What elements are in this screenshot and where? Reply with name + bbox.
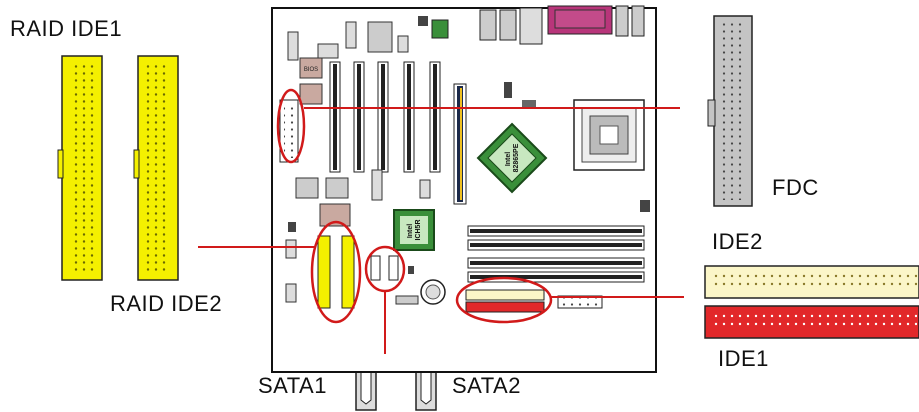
bios-label: BIOS: [304, 67, 318, 73]
northbridge-label-1: Intel: [505, 152, 512, 166]
ide1-label: IDE1: [718, 346, 769, 371]
northbridge-label-2: 82865PE: [513, 143, 520, 172]
sata2-label: SATA2: [452, 373, 521, 398]
ide2-label: IDE2: [712, 229, 763, 254]
ide2-connector: [704, 265, 919, 299]
raid-ide1-label: RAID IDE1: [10, 16, 123, 41]
fdc-label: FDC: [772, 175, 819, 200]
northbridge-chip: Intel 82865PE: [476, 122, 548, 194]
southbridge-label-1: Intel: [407, 224, 414, 238]
raid-ide2-callout: [310, 220, 362, 324]
ide1-connector: [704, 305, 919, 339]
raid-ide1-connector-b: [133, 55, 179, 281]
fdc-connector: [707, 15, 753, 207]
sata1-label: SATA1: [258, 373, 327, 398]
raid-ide1-connector-a: [57, 55, 103, 281]
motherboard: BIOS Intel 82865PE: [271, 5, 657, 373]
ide-callout: [455, 276, 553, 324]
svg-text:Intel ICH5R: Intel ICH5R: [407, 219, 422, 240]
raid-ide2-label: RAID IDE2: [110, 291, 223, 316]
svg-text:Intel 82865PE: Intel 82865PE: [505, 143, 520, 172]
southbridge-chip: Intel ICH5R: [393, 209, 435, 251]
fdc-callout: [276, 88, 306, 164]
southbridge-label-2: ICH5R: [415, 219, 422, 240]
